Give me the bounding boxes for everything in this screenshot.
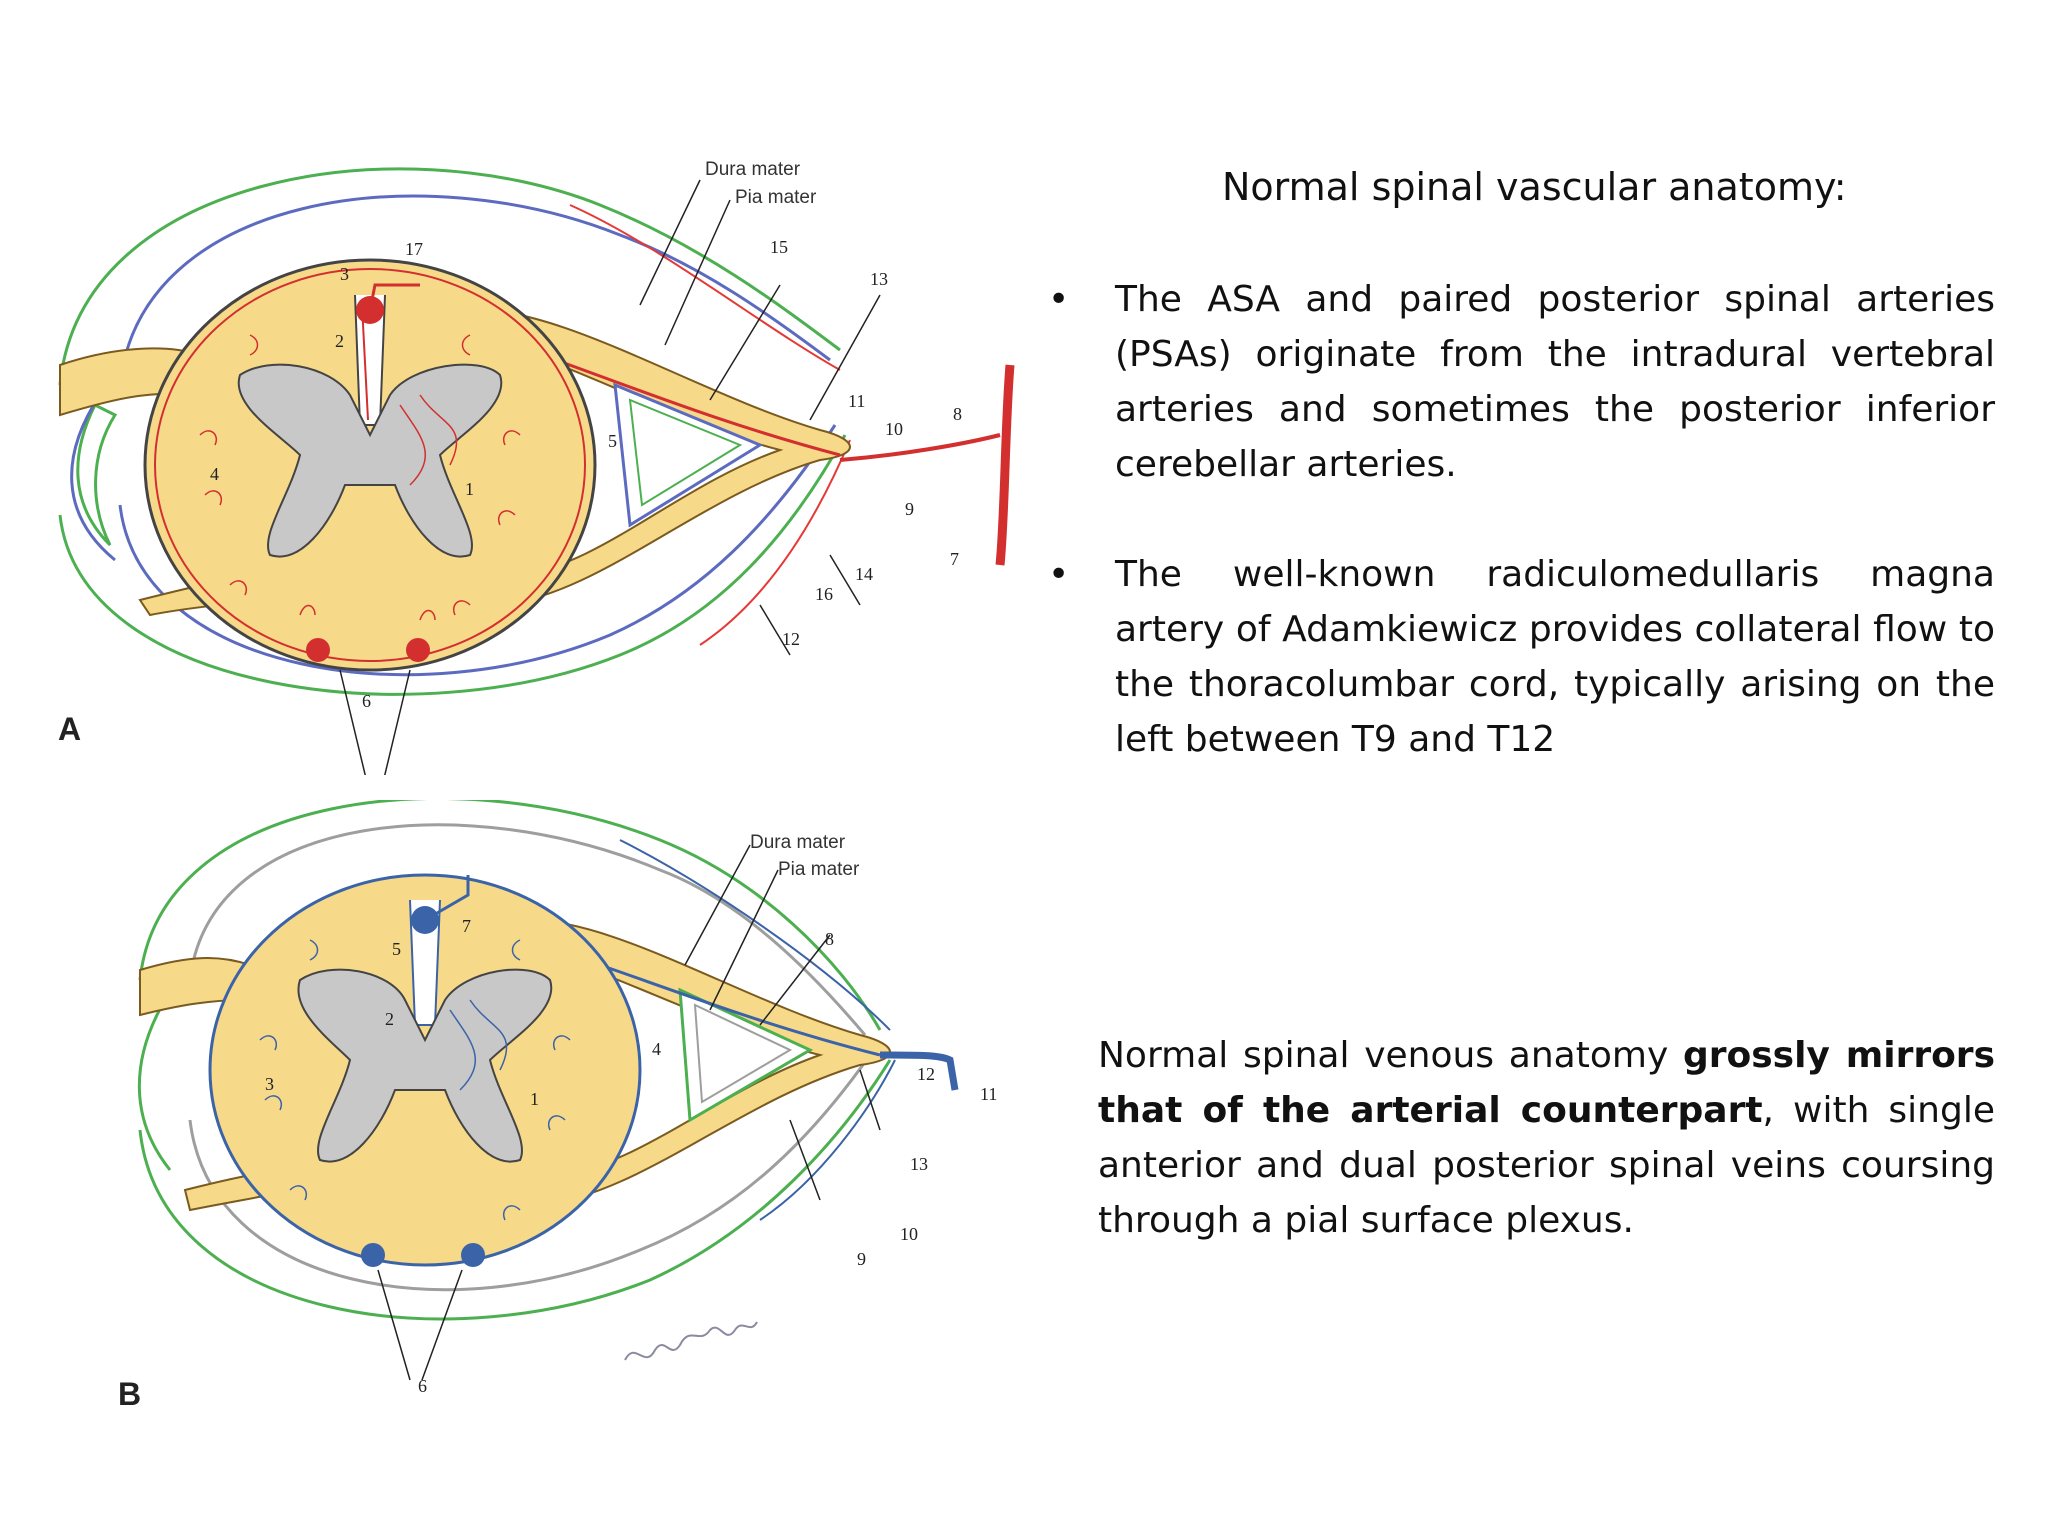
bullet-text: The well-known radiculomedullaris magna … [1115, 554, 1995, 760]
arterial-diagram: Dura mater Pia mater 1 2 3 4 5 6 7 8 9 1… [0, 135, 1040, 775]
artist-signature-icon [624, 1321, 758, 1361]
label-16: 16 [815, 584, 833, 604]
label-7: 7 [462, 916, 471, 936]
label-14: 14 [855, 564, 873, 584]
posterior-spinal-vein-left-icon [361, 1243, 385, 1267]
pia-mater-label: Pia mater [735, 187, 817, 208]
label-17: 17 [405, 239, 423, 259]
bullet-icon: • [1048, 554, 1070, 595]
label-10: 10 [885, 419, 903, 439]
label-6: 6 [418, 1376, 427, 1396]
bullet-item: • The well-known radiculomedullaris magn… [1040, 547, 1995, 767]
posterior-spinal-vein-right-icon [461, 1243, 485, 1267]
label-2: 2 [335, 331, 344, 351]
label-10: 10 [900, 1224, 918, 1244]
venous-paragraph: Normal spinal venous anatomy grossly mir… [1098, 1028, 1995, 1248]
panel-label-a: A [58, 711, 81, 747]
label-2: 2 [385, 1009, 394, 1029]
label-13: 13 [910, 1154, 928, 1174]
posterior-spinal-artery-right-icon [406, 638, 430, 662]
dura-mater-label: Dura mater [750, 832, 846, 853]
venous-diagram-svg: Dura mater Pia mater 1 2 3 4 5 6 7 8 9 1… [118, 800, 997, 1412]
label-3: 3 [265, 1074, 274, 1094]
label-9: 9 [905, 499, 914, 519]
posterior-spinal-artery-left-icon [306, 638, 330, 662]
label-4: 4 [210, 464, 219, 484]
label-3: 3 [340, 264, 349, 284]
label-7: 7 [950, 549, 959, 569]
venous-diagram: Dura mater Pia mater 1 2 3 4 5 6 7 8 9 1… [0, 800, 1040, 1440]
label-9: 9 [857, 1249, 866, 1269]
dura-mater-label: Dura mater [705, 159, 801, 180]
panel-label-b: B [118, 1376, 141, 1412]
bullet-text: The ASA and paired posterior spinal arte… [1115, 279, 1995, 485]
venous-bold: grossly mirrors that of the arterial cou… [1098, 1035, 1995, 1131]
pia-mater-label: Pia mater [778, 859, 860, 880]
label-8: 8 [825, 929, 834, 949]
label-1: 1 [530, 1089, 539, 1109]
label-6: 6 [362, 691, 371, 711]
label-4: 4 [652, 1039, 661, 1059]
label-11: 11 [848, 391, 865, 411]
arterial-bullet-list: • The ASA and paired posterior spinal ar… [1040, 272, 1995, 822]
label-12: 12 [917, 1064, 935, 1084]
label-8: 8 [953, 404, 962, 424]
label-5: 5 [392, 939, 401, 959]
venous-rest: , with single anterior and dual posterio… [1098, 1090, 1995, 1241]
venous-intro: Normal spinal venous anatomy [1098, 1035, 1683, 1076]
label-11: 11 [980, 1084, 997, 1104]
label-15: 15 [770, 237, 788, 257]
bullet-icon: • [1048, 279, 1070, 320]
arterial-title: Normal spinal vascular anatomy: [1222, 165, 1847, 209]
label-12: 12 [782, 629, 800, 649]
label-5: 5 [608, 431, 617, 451]
label-13: 13 [870, 269, 888, 289]
bullet-item: • The ASA and paired posterior spinal ar… [1040, 272, 1995, 492]
label-1: 1 [465, 479, 474, 499]
arterial-diagram-svg: Dura mater Pia mater 1 2 3 4 5 6 7 8 9 1… [58, 159, 1015, 775]
